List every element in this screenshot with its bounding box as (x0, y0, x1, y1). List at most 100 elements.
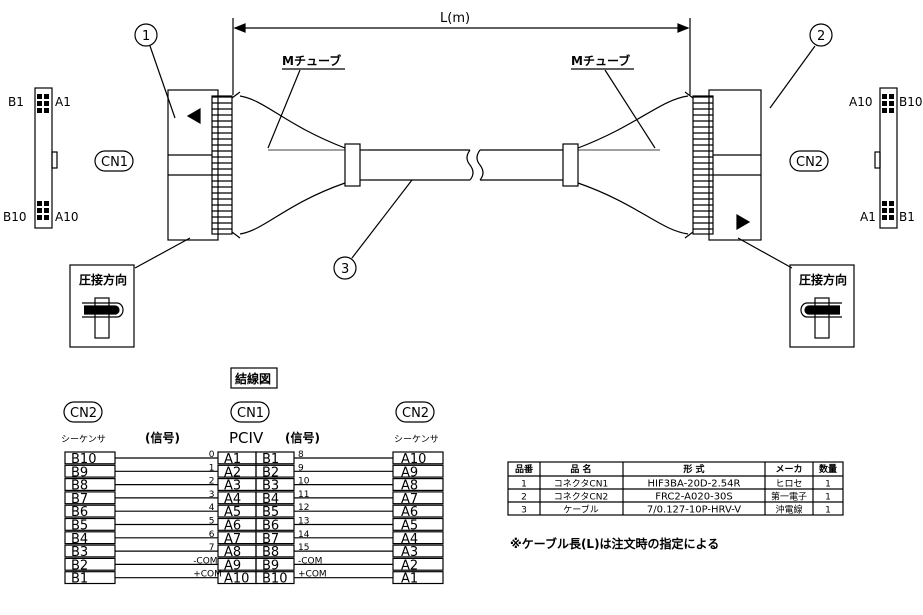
signal-right-label: (信号) (285, 430, 320, 445)
signal-left: 4 (209, 503, 215, 513)
cn1-a-pin: A9 (224, 558, 241, 573)
parts-cell: 7/0.127-10P-HRV-V (647, 505, 741, 516)
signal-right: +COM (298, 570, 327, 580)
svg-text:2: 2 (817, 29, 825, 44)
cn1-label: CN1 (94, 150, 134, 172)
cn1-a-pin: A6 (224, 519, 241, 534)
signal-left: 3 (209, 490, 215, 500)
signal-right: 12 (298, 503, 309, 513)
pin-b10-label: B10 (3, 210, 27, 224)
wiring-diagram: 結線図 CN2 CN1 CN2 シーケンサ (信号) PCIV (信号) シーケ… (61, 367, 444, 587)
seq-left-pin: B4 (71, 532, 88, 547)
signal-left: 1 (209, 463, 215, 473)
callout-1: 1 (134, 23, 176, 119)
parts-header: 品番 (515, 463, 534, 475)
parts-header: 品 名 (570, 463, 591, 475)
pin-a1-label: A1 (55, 95, 71, 109)
sequencer-left-label: シーケンサ (61, 434, 106, 445)
cn1-b-pin: B9 (262, 558, 279, 573)
signal-right: 11 (298, 490, 309, 500)
wiring-cn2-left: CN2 (70, 406, 97, 421)
seq-right-pin: A6 (401, 505, 418, 520)
svg-text:CN2: CN2 (796, 155, 823, 170)
sequencer-right-label: シーケンサ (394, 434, 439, 445)
cn1-b-pin: B10 (262, 572, 287, 587)
parts-cell: コネクタCN1 (554, 479, 608, 490)
wiring-cn1: CN1 (237, 406, 264, 421)
signal-left: -COM (193, 556, 217, 566)
cn1-a-pin: A10 (224, 572, 249, 587)
length-label: L(m) (440, 11, 470, 26)
wiring-title: 結線図 (235, 371, 271, 386)
cn1-b-pin: B4 (262, 492, 279, 507)
cable-body (368, 149, 563, 181)
seq-right-pin: A1 (401, 572, 418, 587)
cn1-a-pin: A1 (224, 452, 241, 467)
cn1-a-pin: A7 (224, 532, 241, 547)
left-pinout: B1 A1 B10 A10 (3, 87, 78, 229)
parts-cell: ケーブル (563, 504, 598, 516)
seq-left-pin: B1 (71, 572, 88, 587)
parts-cell: 3 (521, 506, 527, 516)
signal-right: 13 (298, 517, 309, 527)
parts-header: メーカ (775, 464, 802, 475)
seq-left-pin: B8 (71, 479, 88, 494)
svg-text:CN1: CN1 (101, 155, 128, 170)
seq-right-pin: A7 (401, 492, 418, 507)
right-pinout: A10 B10 A1 B1 (849, 87, 923, 229)
parts-cell: 1 (825, 506, 831, 516)
signal-right: 9 (298, 463, 304, 473)
parts-cell: 2 (521, 493, 527, 503)
cn1-b-pin: B7 (262, 532, 279, 547)
pin-a10-label-right: A10 (849, 95, 872, 109)
signal-right: 10 (298, 477, 310, 487)
cn1-a-pin: A3 (224, 479, 241, 494)
seq-right-pin: A10 (401, 452, 426, 467)
parts-header: 数量 (819, 463, 837, 475)
signal-left: 7 (209, 543, 215, 553)
cn1-b-pin: B3 (262, 479, 279, 494)
parts-cell: 1 (825, 480, 831, 490)
cn1-a-pin: A2 (224, 465, 241, 480)
parts-cell: コネクタCN2 (554, 492, 608, 503)
cn1-b-pin: B8 (262, 545, 279, 560)
signal-left: 6 (209, 530, 215, 540)
pin-a10-label: A10 (55, 210, 78, 224)
cn1-a-pin: A8 (224, 545, 241, 560)
parts-cell: 1 (521, 480, 527, 490)
signal-left: 5 (209, 517, 215, 527)
tube-left-label: Mチューブ (282, 53, 341, 68)
signal-right: -COM (298, 556, 322, 566)
seq-left-pin: B3 (71, 545, 88, 560)
signal-left-label: (信号) (145, 430, 180, 445)
seq-right-pin: A4 (401, 532, 418, 547)
parts-cell: ヒロセ (775, 479, 802, 490)
pin-a1-label-right: A1 (860, 210, 876, 224)
parts-header: 形 式 (683, 463, 704, 475)
crimp-direction-label-right: 圧接方向 (799, 272, 847, 287)
left-connector (167, 89, 241, 241)
length-dimension: L(m) (232, 11, 691, 95)
wiring-cn2-right: CN2 (402, 406, 429, 421)
cn1-b-pin: B2 (262, 465, 279, 480)
right-cable-fan: Mチューブ (562, 53, 689, 235)
signal-left: 2 (209, 477, 215, 487)
parts-cell: 第一電子 (771, 491, 807, 503)
right-connector (684, 89, 762, 241)
callout-3: 3 (333, 179, 413, 280)
signal-left: +COM (193, 570, 222, 580)
seq-right-pin: A9 (401, 465, 418, 480)
seq-left-pin: B10 (71, 452, 96, 467)
tube-right-label: Mチューブ (571, 53, 630, 68)
